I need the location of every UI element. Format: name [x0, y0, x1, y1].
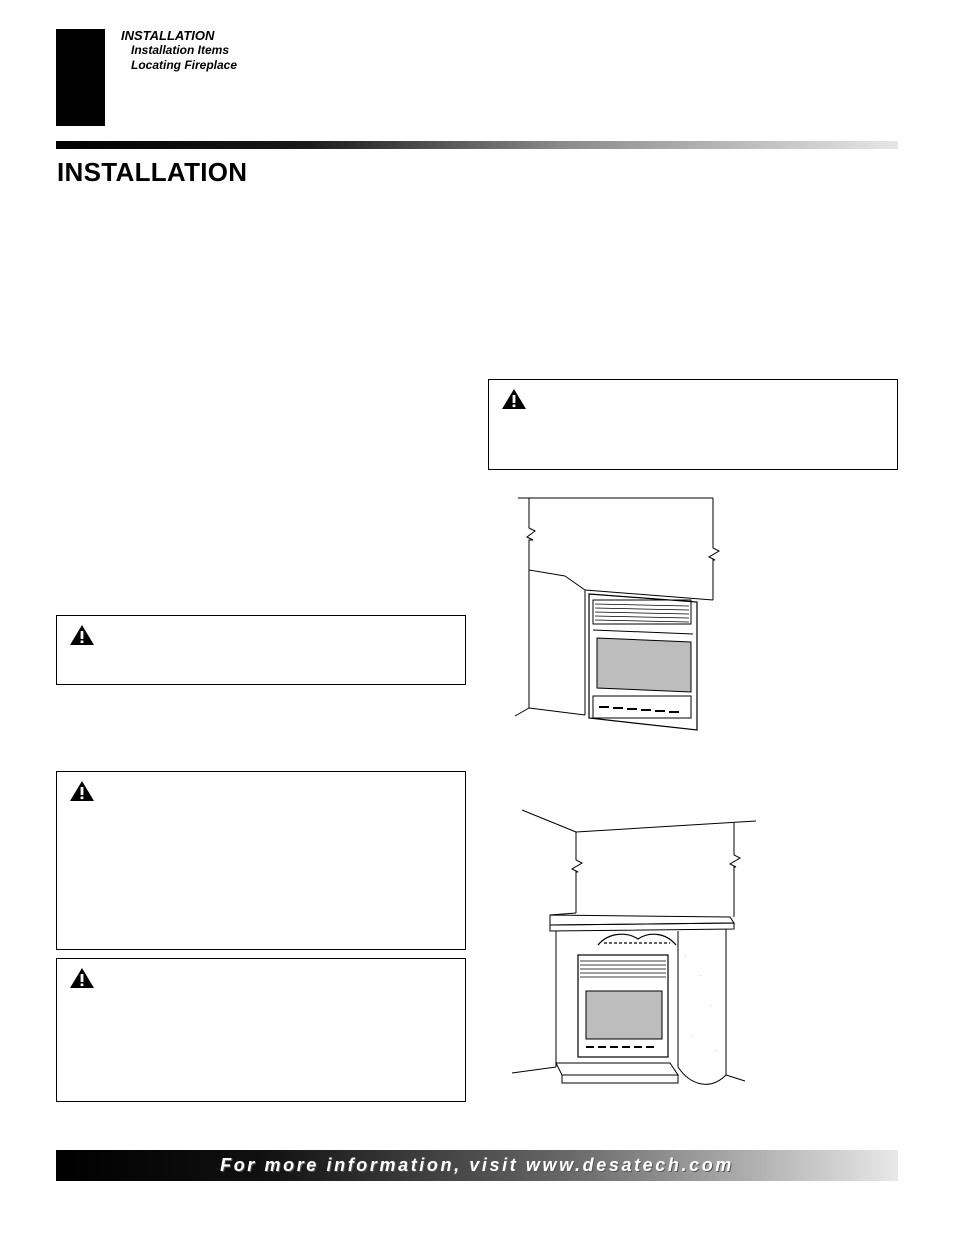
warning-triangle-icon [70, 968, 94, 988]
section-tab-marker [56, 29, 105, 126]
figure-mantel-fireplace [511, 809, 757, 1085]
warning-triangle-icon [70, 625, 94, 645]
warning-box-left-3 [56, 958, 466, 1102]
figure-recessed-fireplace [514, 497, 721, 731]
nav-item-locating-fireplace[interactable]: Locating Fireplace [131, 58, 238, 72]
footer-text[interactable]: For more information, visit www.desatech… [220, 1155, 734, 1175]
nav-item-installation-items[interactable]: Installation Items [131, 43, 230, 57]
header-gradient-rule [56, 141, 898, 149]
footer-banner: For more information, visit www.desatech… [56, 1150, 898, 1181]
warning-triangle-icon [70, 781, 94, 801]
section-nav: INSTALLATION Installation Items Locating… [121, 28, 237, 73]
warning-box-top-right [488, 379, 898, 470]
warning-box-left-1 [56, 615, 466, 685]
warning-triangle-icon [502, 389, 526, 409]
nav-section-title: INSTALLATION [121, 28, 215, 43]
page-title: INSTALLATION [57, 157, 248, 187]
warning-box-left-2 [56, 771, 466, 950]
